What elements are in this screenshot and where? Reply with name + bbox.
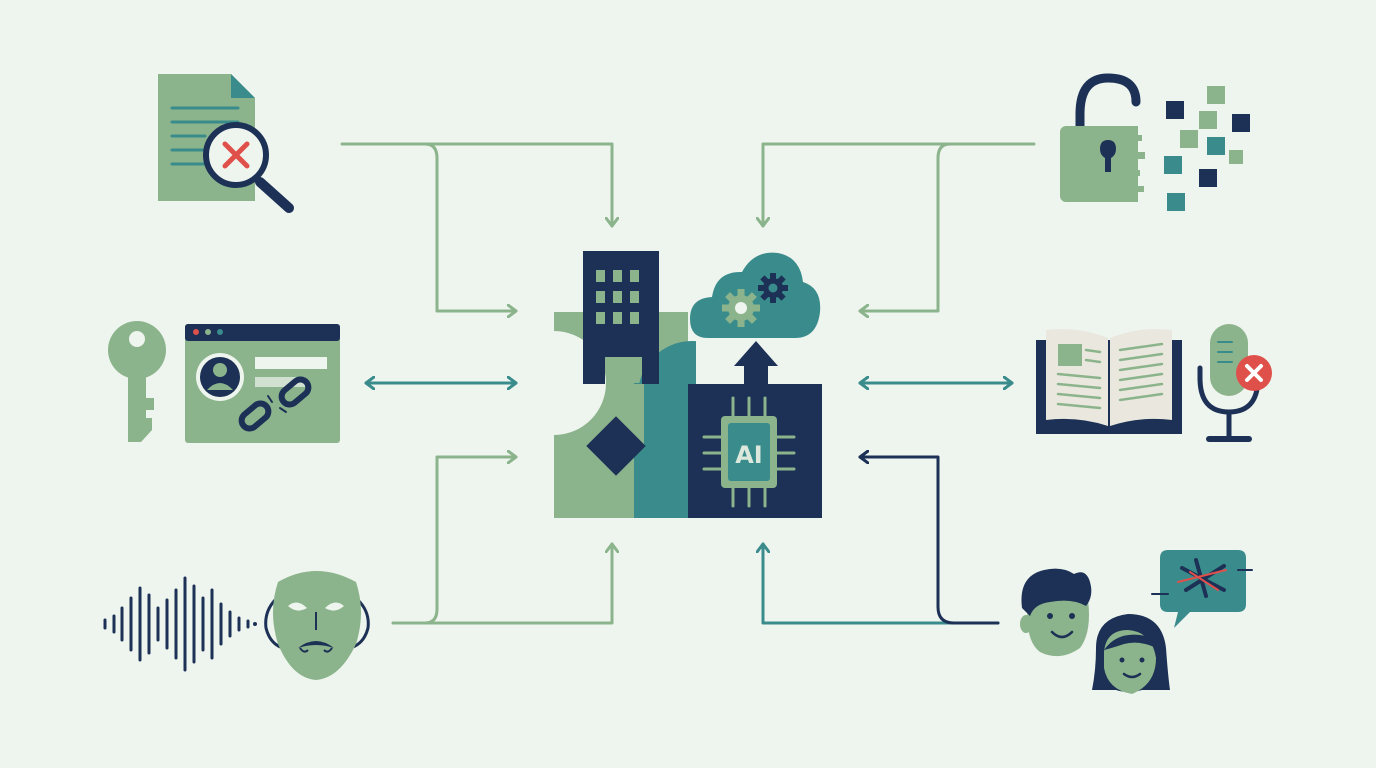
gear-small-icon <box>758 273 788 303</box>
hub-diamond <box>586 416 646 476</box>
arrow-document-to-hub <box>423 142 518 311</box>
chat-bubble-icon <box>1151 550 1253 628</box>
unlocked-padlock-data-icon <box>1060 73 1250 211</box>
broken-link-icon <box>238 376 312 432</box>
hub-quarter-circle <box>554 462 610 518</box>
x-mark-icon <box>222 141 250 169</box>
open-book-icon <box>1036 329 1182 434</box>
arrow-lock-to-hub <box>858 142 952 311</box>
person-female-icon <box>1092 614 1170 694</box>
ai-chip-label: AI <box>735 441 763 469</box>
cloud-gears-icon <box>690 252 821 338</box>
person-male-icon <box>1020 568 1092 657</box>
arrow-mask-to-hub-side <box>423 457 518 625</box>
arrow-lock-to-cloud <box>763 142 1036 228</box>
building-icon <box>583 251 659 384</box>
mask-icon <box>264 571 370 680</box>
people-chat-icon <box>1020 550 1253 694</box>
arrow-document-to-building <box>340 142 612 228</box>
arrow-people-to-chip <box>763 542 1000 625</box>
arrow-mask-to-hub <box>391 542 612 625</box>
gear-icon <box>722 289 760 327</box>
connectors <box>340 142 1036 625</box>
avatar <box>196 353 244 401</box>
arrow-people-to-chip-side <box>858 457 1000 625</box>
ai-chip-icon: AI <box>688 384 822 518</box>
hub-teal-block <box>634 341 696 518</box>
sound-wave-icon <box>103 576 250 672</box>
identity-card-broken-link-icon <box>185 324 340 443</box>
key-icon <box>108 321 166 442</box>
up-arrow <box>734 341 778 384</box>
document-search-icon <box>158 74 294 213</box>
pixel-data-blocks <box>1164 86 1250 211</box>
center-hub: AI <box>554 251 822 518</box>
muted-microphone-icon <box>1197 324 1272 442</box>
